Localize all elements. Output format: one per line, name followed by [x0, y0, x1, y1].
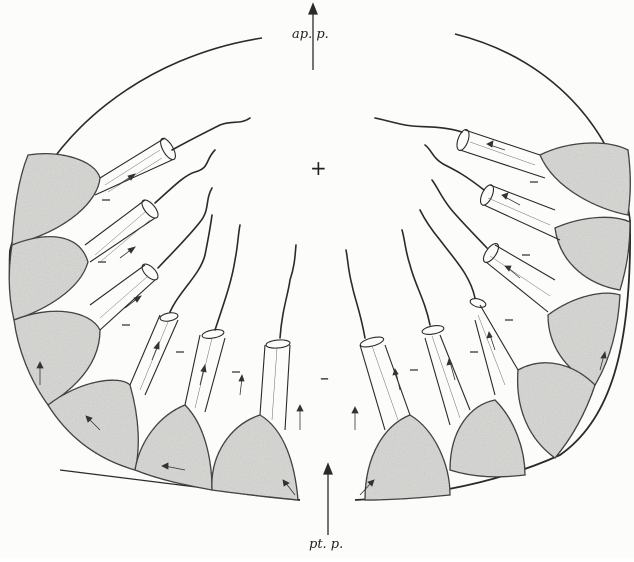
cell-stipple	[9, 143, 630, 500]
wavy-processes	[155, 118, 487, 338]
minus-marks	[98, 182, 538, 372]
bottom-pole-label: pt. p.	[309, 538, 343, 551]
minus-sign: –	[320, 370, 329, 388]
top-pole-label: ap. p.	[292, 28, 329, 41]
pole-arrows	[309, 4, 332, 535]
plus-sign: +	[310, 158, 327, 178]
